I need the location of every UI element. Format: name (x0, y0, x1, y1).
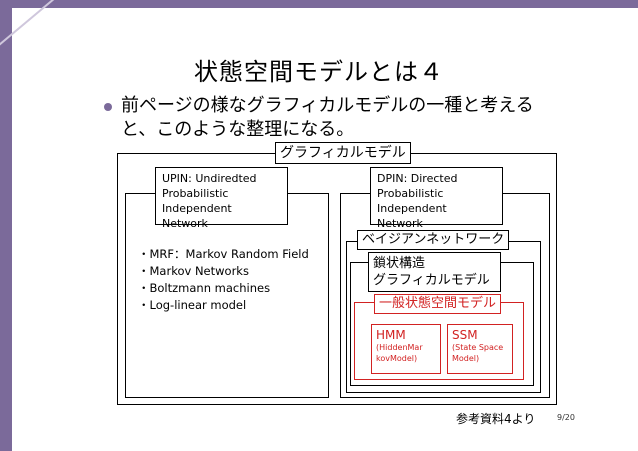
bayesian-network-label: ベイジアンネットワーク (357, 230, 510, 250)
graphical-model-label: グラフィカルモデル (275, 142, 411, 164)
upin-model-list: ・MRF：Markov Random Field ・Markov Network… (138, 247, 309, 312)
hmm-box: HMM (HiddenMar kovModel) (371, 324, 441, 374)
ssm-box: SSM (State Space Model) (447, 324, 513, 374)
dpin-label: DPIN: Directed Probabilistic Independent… (370, 167, 503, 230)
upin-label: UPIN: Undiredted Probabilistic Independe… (155, 167, 288, 230)
ssm-description: (State Space Model) (452, 343, 504, 363)
slide-left-bar (0, 0, 12, 451)
page-number: 9/20 (557, 413, 575, 422)
reference-note: 参考資料4より (456, 412, 536, 426)
hmm-name: HMM (376, 328, 406, 342)
upin-panel (125, 193, 329, 398)
bullet-icon (104, 103, 112, 111)
general-state-space-box (354, 302, 524, 380)
general-state-space-label: 一般状態空間モデル (374, 294, 502, 314)
chain-model-label: 鎖状構造 グラフィカルモデル (368, 252, 501, 292)
slide-top-bar (0, 0, 638, 8)
bullet-text: 前ページの様なグラフィカルモデルの一種と考える と、このような整理になる。 (121, 95, 534, 140)
ssm-name: SSM (452, 328, 478, 342)
hmm-description: (HiddenMar kovModel) (376, 343, 423, 363)
slide-title: 状態空間モデルとは４ (194, 58, 444, 86)
